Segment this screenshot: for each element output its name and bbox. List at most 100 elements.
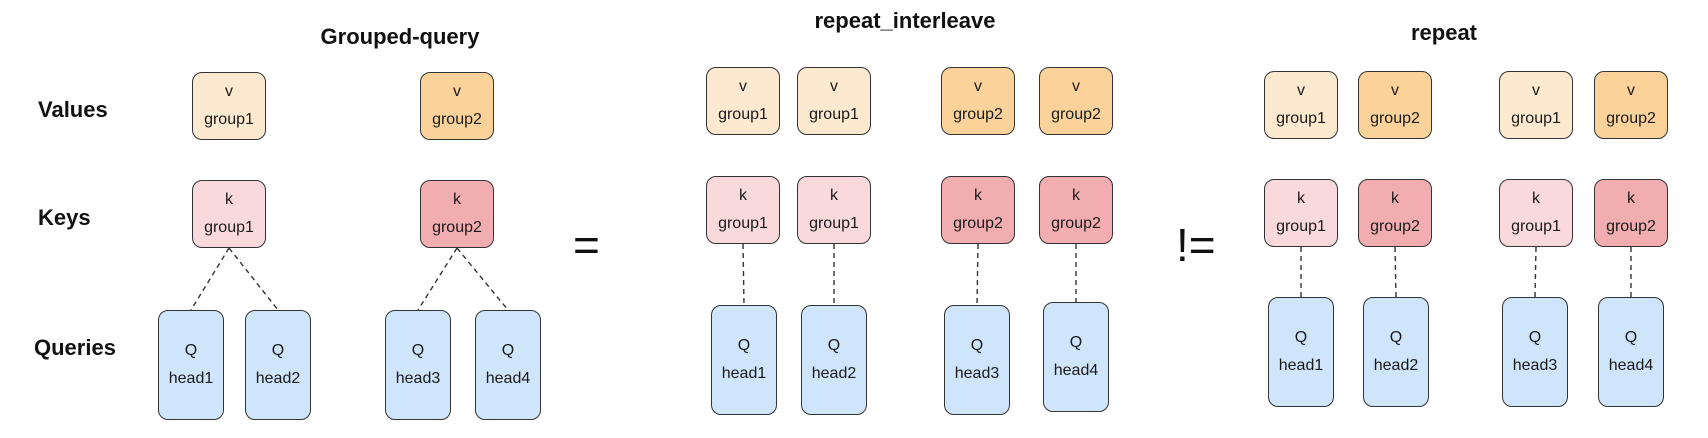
box-bottom-label: head3 xyxy=(395,370,441,387)
box-bottom-label: group2 xyxy=(1051,215,1101,232)
box-bottom-label: head2 xyxy=(1373,357,1419,374)
box-bottom-label: head3 xyxy=(954,365,1000,382)
box-top-label: v xyxy=(1297,82,1305,99)
repeat-title: repeat xyxy=(1410,20,1478,45)
box-top-label: Q xyxy=(1624,329,1638,346)
box-bottom-label: head4 xyxy=(1053,362,1099,379)
dashed-connector xyxy=(1394,246,1397,298)
key-box-group2: k group2 xyxy=(420,180,494,248)
box-top-label: v xyxy=(1532,82,1540,99)
value-box-group2: v group2 xyxy=(420,72,494,140)
box-top-label: k xyxy=(830,187,838,204)
value-box-group1: v group1 xyxy=(706,67,780,135)
dashed-connector xyxy=(417,247,458,311)
box-bottom-label: group1 xyxy=(718,215,768,232)
queries-row-label: Queries xyxy=(34,335,116,360)
box-bottom-label: group1 xyxy=(1511,110,1561,127)
box-bottom-label: head1 xyxy=(168,370,214,387)
not-equals-operator: != xyxy=(1176,219,1216,271)
box-top-label: v xyxy=(1072,78,1080,95)
repeat-interleave-title: repeat_interleave xyxy=(814,8,996,33)
box-top-label: v xyxy=(974,78,982,95)
box-bottom-label: group2 xyxy=(953,215,1003,232)
dashed-connector xyxy=(456,247,509,311)
value-box-group2: v group2 xyxy=(1358,71,1432,139)
box-bottom-label: head1 xyxy=(721,365,767,382)
box-top-label: Q xyxy=(1294,329,1308,346)
box-bottom-label: group1 xyxy=(1276,218,1326,235)
box-top-label: k xyxy=(1072,187,1080,204)
box-top-label: v xyxy=(453,83,461,100)
box-bottom-label: group1 xyxy=(1511,218,1561,235)
box-top-label: Q xyxy=(411,342,425,359)
box-bottom-label: group1 xyxy=(204,111,254,128)
dashed-connector xyxy=(1534,246,1537,298)
key-box-group2: k group2 xyxy=(1039,176,1113,244)
box-bottom-label: group2 xyxy=(432,111,482,128)
box-bottom-label: head1 xyxy=(1278,357,1324,374)
box-bottom-label: head2 xyxy=(811,365,857,382)
dashed-connector xyxy=(190,247,230,311)
box-top-label: k xyxy=(1391,190,1399,207)
box-top-label: v xyxy=(1391,82,1399,99)
box-bottom-label: group2 xyxy=(1370,218,1420,235)
box-top-label: v xyxy=(739,78,747,95)
box-top-label: Q xyxy=(501,342,515,359)
box-bottom-label: group1 xyxy=(204,219,254,236)
box-top-label: Q xyxy=(184,342,198,359)
key-box-group2: k group2 xyxy=(1594,179,1668,247)
key-box-group1: k group1 xyxy=(797,176,871,244)
box-bottom-label: group1 xyxy=(809,106,859,123)
value-box-group1: v group1 xyxy=(797,67,871,135)
box-bottom-label: group2 xyxy=(1051,106,1101,123)
box-bottom-label: group1 xyxy=(718,106,768,123)
box-bottom-label: group2 xyxy=(432,219,482,236)
equals-operator: = xyxy=(573,219,600,271)
box-bottom-label: head2 xyxy=(255,370,301,387)
box-top-label: Q xyxy=(1389,329,1403,346)
box-top-label: k xyxy=(453,191,461,208)
box-top-label: Q xyxy=(737,337,751,354)
box-bottom-label: group2 xyxy=(1606,218,1656,235)
box-top-label: Q xyxy=(1069,334,1083,351)
box-bottom-label: group2 xyxy=(1370,110,1420,127)
dashed-connector xyxy=(228,247,279,311)
box-top-label: v xyxy=(225,83,233,100)
grouped-query-title: Grouped-query xyxy=(320,24,480,49)
box-top-label: k xyxy=(225,191,233,208)
box-bottom-label: group2 xyxy=(953,106,1003,123)
key-box-group1: k group1 xyxy=(192,180,266,248)
values-row-label: Values xyxy=(38,97,108,122)
box-bottom-label: group1 xyxy=(1276,110,1326,127)
box-top-label: Q xyxy=(827,337,841,354)
dashed-connector xyxy=(976,243,979,306)
box-top-label: v xyxy=(830,78,838,95)
box-bottom-label: head3 xyxy=(1512,357,1558,374)
box-bottom-label: head4 xyxy=(1608,357,1654,374)
box-bottom-label: group1 xyxy=(809,215,859,232)
box-top-label: Q xyxy=(271,342,285,359)
box-bottom-label: head4 xyxy=(485,370,531,387)
key-box-group2: k group2 xyxy=(941,176,1015,244)
key-box-group2: k group2 xyxy=(1358,179,1432,247)
box-top-label: v xyxy=(1627,82,1635,99)
keys-row-label: Keys xyxy=(38,205,91,230)
box-top-label: k xyxy=(1627,190,1635,207)
value-box-group1: v group1 xyxy=(1264,71,1338,139)
box-top-label: k xyxy=(974,187,982,204)
value-box-group2: v group2 xyxy=(1039,67,1113,135)
